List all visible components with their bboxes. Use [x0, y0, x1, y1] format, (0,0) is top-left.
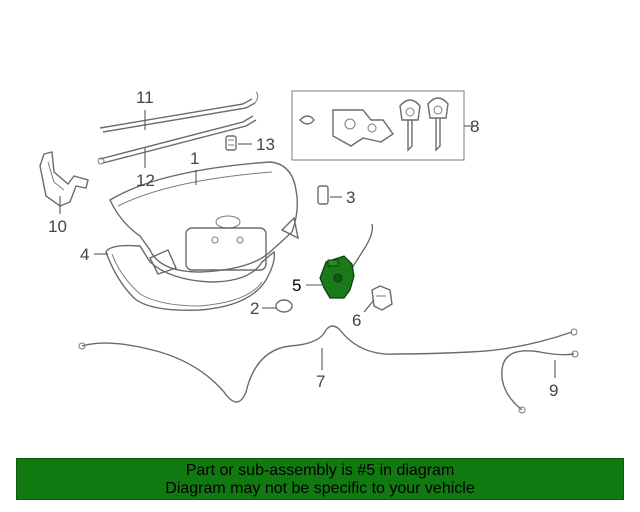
- callout-3: 3: [346, 188, 355, 207]
- info-banner: Part or sub-assembly is #5 in diagram Di…: [16, 458, 624, 500]
- part-5-lock-assembly[interactable]: [319, 223, 374, 299]
- banner-line-2: Diagram may not be specific to your vehi…: [165, 480, 475, 497]
- callout-8: 8: [470, 117, 479, 136]
- callout-2: 2: [250, 299, 259, 318]
- part-4-weatherstrip[interactable]: [105, 244, 276, 311]
- part-9-fuel-lid-cable[interactable]: [501, 350, 579, 414]
- callout-4: 4: [80, 245, 89, 264]
- part-10-hinge[interactable]: [39, 151, 89, 207]
- callout-9: 9: [549, 381, 558, 400]
- callout-6: 6: [352, 311, 361, 330]
- callout-11: 11: [136, 88, 154, 107]
- part-13-clip[interactable]: [225, 135, 237, 151]
- callout-1: 1: [190, 149, 199, 168]
- part-11-torsion-bar[interactable]: [99, 91, 259, 133]
- part-7-release-cable[interactable]: [78, 325, 578, 403]
- part-2-cushion[interactable]: [275, 299, 293, 313]
- part-8-cylinder-and-key-set[interactable]: [291, 90, 465, 161]
- part-1-trunk-lid[interactable]: [109, 161, 299, 275]
- callout-5: 5: [292, 276, 301, 295]
- part-3-bumper[interactable]: [317, 185, 329, 205]
- part-6-striker[interactable]: [371, 285, 393, 311]
- key-icon: [427, 97, 449, 152]
- key-icon: [399, 99, 421, 152]
- leader-lines: [59, 110, 556, 378]
- callout-13: 13: [256, 135, 275, 154]
- part-12-torsion-bar[interactable]: [97, 115, 257, 165]
- banner-line-1: Part or sub-assembly is #5 in diagram: [185, 462, 455, 479]
- callout-7: 7: [316, 372, 325, 391]
- callout-10: 10: [48, 217, 67, 236]
- callout-12: 12: [136, 171, 155, 190]
